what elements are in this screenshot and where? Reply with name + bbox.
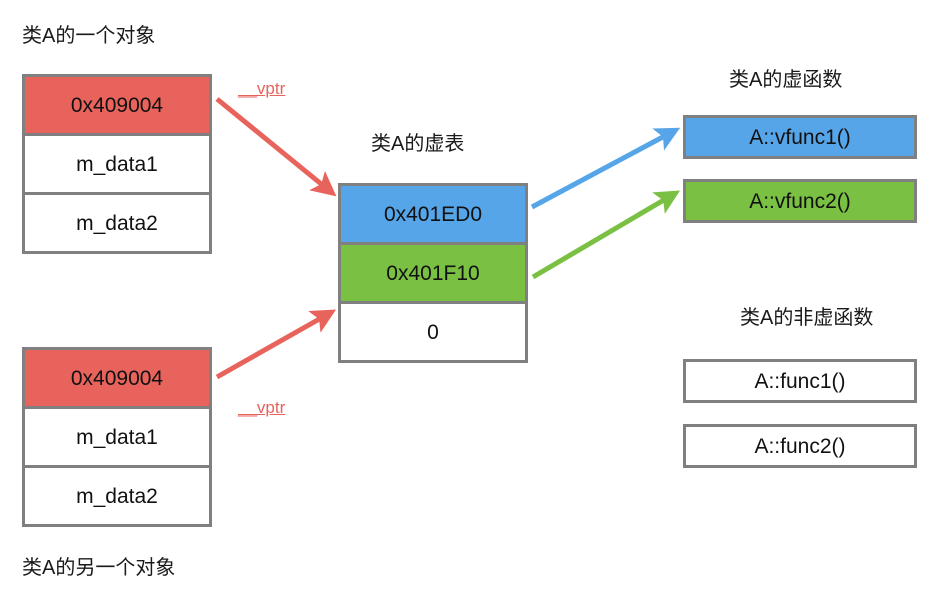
object-two-row-m-data1-label: m_data1 [76,425,158,449]
vptr-label-object-one: __vptr [238,79,286,98]
virtual-function-box-vfunc1: A::vfunc1() [683,115,917,159]
object-one-row-m-data2-label: m_data2 [76,211,158,235]
nonvirtual-function-box-func1: A::func1() [683,359,917,403]
nonvirtual-function-box-func2: A::func2() [683,424,917,468]
arrow-vtable-to-vfunc1 [530,127,681,210]
caption-object-one: 类A的一个对象 [22,25,156,47]
virtual-function-box-vfunc2: A::vfunc2() [683,179,917,223]
object-one-memory-layout: 0x409004 m_data1 m_data2 [22,74,212,254]
object-one-row-m-data1-label: m_data1 [76,152,158,176]
caption-virtual-functions: 类A的虚函数 [729,69,843,91]
object-two-memory-layout: 0x409004 m_data1 m_data2 [22,347,212,527]
object-one-row-m-data2: m_data2 [22,192,212,254]
object-two-row-vptr-label: 0x409004 [70,366,164,390]
arrow-vtable-to-vfunc2 [531,190,681,280]
vtable-memory-layout: 0x401ED0 0x401F10 0 [338,183,528,363]
nonvirtual-function-box-func2-label: A::func2() [754,434,846,458]
vtable-row-null: 0 [338,301,528,363]
vtable-row-vfunc1-label: 0x401ED0 [383,202,483,226]
virtual-function-box-vfunc1-label: A::vfunc1() [749,125,851,149]
vtable-row-null-label: 0 [427,320,439,344]
caption-nonvirtual-functions: 类A的非虚函数 [740,307,874,329]
arrow-object-two-to-vtable [215,309,337,380]
caption-vtable: 类A的虚表 [371,133,465,155]
object-two-row-m-data2-label: m_data2 [76,484,158,508]
nonvirtual-function-box-func1-label: A::func1() [754,369,846,393]
object-one-row-vptr-label: 0x409004 [70,93,164,117]
arrow-object-one-to-vtable [215,97,337,197]
vtable-row-vfunc2: 0x401F10 [338,242,528,304]
object-one-row-m-data1: m_data1 [22,133,212,195]
object-two-row-vptr: 0x409004 [22,347,212,409]
object-one-row-vptr: 0x409004 [22,74,212,136]
vtable-row-vfunc1: 0x401ED0 [338,183,528,245]
vptr-label-object-two: __vptr [238,398,286,417]
vtable-row-vfunc2-label: 0x401F10 [386,261,480,285]
virtual-function-box-vfunc2-label: A::vfunc2() [749,189,851,213]
caption-object-two: 类A的另一个对象 [22,557,176,579]
object-two-row-m-data2: m_data2 [22,465,212,527]
object-two-row-m-data1: m_data1 [22,406,212,468]
